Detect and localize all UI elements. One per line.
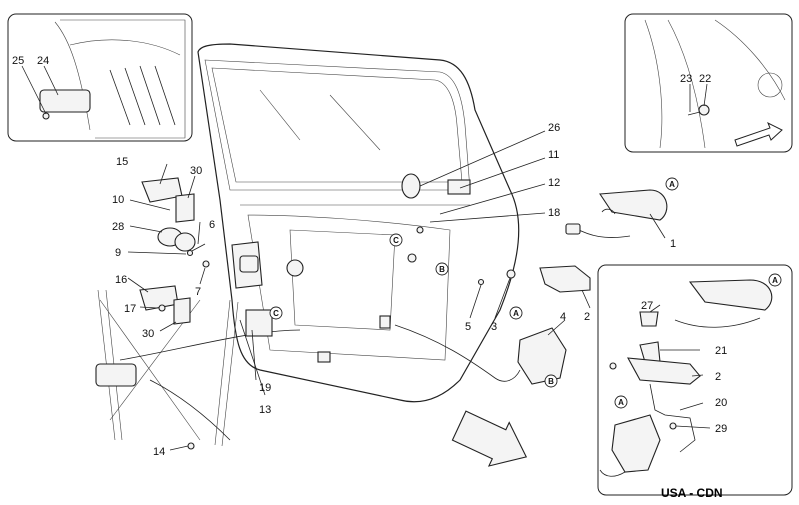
ref-tag-b-2: B: [544, 374, 558, 388]
nut-3: [506, 269, 516, 279]
front-direction-arrow-icon: [451, 410, 528, 467]
callout-17: 17: [124, 303, 136, 315]
svg-text:A: A: [513, 309, 519, 318]
callout-3: 3: [491, 321, 497, 333]
regulator-motor: [95, 363, 137, 387]
callout-30-top: 30: [190, 165, 202, 177]
screw-5: [477, 278, 485, 286]
bolt-14: [187, 442, 195, 450]
callout-7: 7: [195, 286, 201, 298]
callout-23: 23: [680, 73, 692, 85]
window-guide-bracket: [447, 179, 471, 195]
svg-text:B: B: [548, 377, 554, 386]
window-seal-plug: [401, 173, 421, 199]
ref-tag-c-1: C: [389, 233, 403, 247]
callout-4: 4: [560, 311, 566, 323]
left-hardware: [139, 177, 263, 325]
regulator-clip: [245, 309, 273, 337]
callout-11: 11: [548, 149, 559, 161]
callout-14: 14: [153, 446, 165, 458]
window-regulator: [95, 289, 301, 450]
screw-6: [189, 243, 206, 253]
callout-18: 18: [548, 207, 560, 219]
inset-top-left: 25 24: [7, 13, 193, 142]
hinge-bracket-30-bottom: [173, 297, 191, 325]
hinge-bracket-30-top: [175, 193, 195, 223]
screw-9: [186, 249, 194, 257]
callout-29: 29: [715, 423, 727, 435]
rear-door-body: [197, 43, 520, 403]
door-grommet: [286, 259, 304, 277]
callout-6: 6: [209, 219, 215, 231]
svg-text:B: B: [439, 265, 445, 274]
usa-outer-handle: [688, 279, 773, 311]
callout-22: 22: [699, 73, 711, 85]
direction-arrow-icon: [734, 121, 783, 147]
svg-text:C: C: [273, 309, 279, 318]
lock-actuator-4: [517, 327, 567, 385]
inset-top-right: 23 22: [624, 13, 793, 153]
cap-27: [639, 311, 659, 327]
callout-numbers: 15 30 10 28 6 9 7 16 17 30 14 13 19 26 1…: [112, 122, 727, 458]
hinge-part: [39, 89, 91, 113]
svg-text:C: C: [393, 236, 399, 245]
callout-27: 27: [641, 300, 653, 312]
region-label: USA - CDN: [661, 486, 723, 500]
reference-tags: A A A A B B C C: [269, 177, 782, 409]
callout-10: 10: [112, 194, 124, 206]
ref-tag-a-3: A: [768, 273, 782, 287]
nut-7: [202, 260, 210, 268]
callout-25: 25: [12, 55, 24, 67]
ref-tag-c-2: C: [269, 306, 283, 320]
hinge-screw: [42, 112, 50, 120]
callout-2-usa: 2: [715, 371, 721, 383]
clip-29: [669, 422, 677, 430]
ref-tag-a-2: A: [509, 306, 523, 320]
leader-lines: [127, 130, 711, 451]
callout-1: 1: [670, 238, 676, 250]
callout-2: 2: [584, 311, 590, 323]
ref-tag-a-4: A: [614, 395, 628, 409]
inset-usa-cdn: USA - CDN: [597, 264, 793, 500]
ref-tag-b-1: B: [435, 262, 449, 276]
callout-21: 21: [715, 345, 727, 357]
handle-base-2: [539, 265, 591, 293]
callout-12: 12: [548, 177, 560, 189]
callout-30-bottom: 30: [142, 328, 154, 340]
ref-tag-a-1: A: [665, 177, 679, 191]
door-check-strap-detail: [109, 65, 176, 126]
usa-handle-base-2: [627, 357, 701, 385]
callout-24: 24: [37, 55, 49, 67]
fastener-22: [698, 104, 710, 116]
usa-lock-actuator: [611, 414, 661, 473]
callout-15: 15: [116, 156, 128, 168]
callout-28: 28: [112, 221, 124, 233]
callout-9: 9: [115, 247, 121, 259]
callout-26: 26: [548, 122, 560, 134]
callout-19: 19: [259, 382, 271, 394]
svg-text:A: A: [772, 276, 778, 285]
right-hardware: [394, 189, 668, 467]
bolt-17: [158, 304, 166, 312]
svg-text:A: A: [618, 398, 624, 407]
svg-text:A: A: [669, 180, 675, 189]
callout-16: 16: [115, 274, 127, 286]
outer-handle-1: [599, 189, 668, 221]
callout-5: 5: [465, 321, 471, 333]
callout-13: 13: [259, 404, 271, 416]
callout-20: 20: [715, 397, 727, 409]
